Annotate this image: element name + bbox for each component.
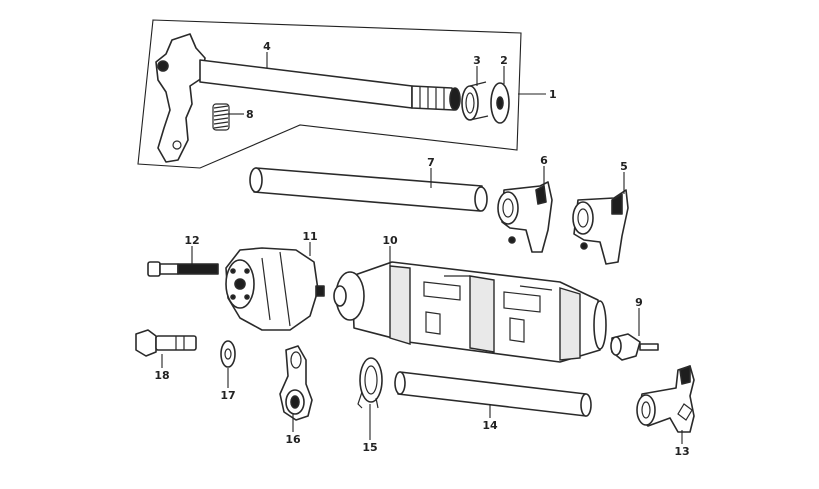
callout-13: 13 — [674, 445, 689, 458]
part-13-shift-fork — [636, 365, 695, 433]
callout-3: 3 — [473, 54, 481, 67]
callout-4: 4 — [263, 40, 271, 53]
callout-10: 10 — [382, 234, 398, 247]
part-10-shift-drum — [333, 261, 607, 363]
callout-6: 6 — [540, 154, 548, 167]
part-4-shift-shaft — [155, 33, 461, 163]
callout-15: 15 — [362, 441, 377, 454]
part-9-pin — [610, 333, 659, 361]
callout-11: 11 — [302, 230, 317, 243]
part-17-washer — [220, 340, 236, 368]
part-12-bolt — [147, 261, 219, 277]
part-14-fork-rod — [394, 371, 592, 417]
callout-18: 18 — [154, 369, 169, 382]
part-5-shift-fork — [572, 189, 629, 265]
callout-1: 1 — [549, 88, 557, 101]
callout-2: 2 — [500, 54, 508, 67]
part-18-bolt — [135, 329, 197, 357]
callout-14: 14 — [482, 419, 498, 432]
part-11-drum-segment — [225, 247, 325, 331]
part-2-washer — [490, 82, 510, 124]
callout-12: 12 — [184, 234, 199, 247]
part-15-spring — [357, 357, 383, 409]
part-7-fork-rod — [249, 167, 488, 212]
callout-8: 8 — [246, 108, 254, 121]
callout-9: 9 — [635, 296, 643, 309]
callout-16: 16 — [285, 433, 301, 446]
part-6-shift-fork — [497, 181, 553, 253]
leader-lines — [161, 52, 683, 444]
assembly-outline — [137, 19, 522, 169]
callout-17: 17 — [220, 389, 235, 402]
callout-5: 5 — [620, 160, 628, 173]
part-16-stopper-lever — [279, 345, 313, 421]
callout-7: 7 — [427, 156, 435, 169]
callout-labels: 1 2 3 4 5 6 7 8 9 10 11 12 13 14 15 16 1… — [154, 40, 689, 458]
part-3-spring-washer — [461, 81, 489, 121]
part-8-spring — [212, 103, 230, 131]
